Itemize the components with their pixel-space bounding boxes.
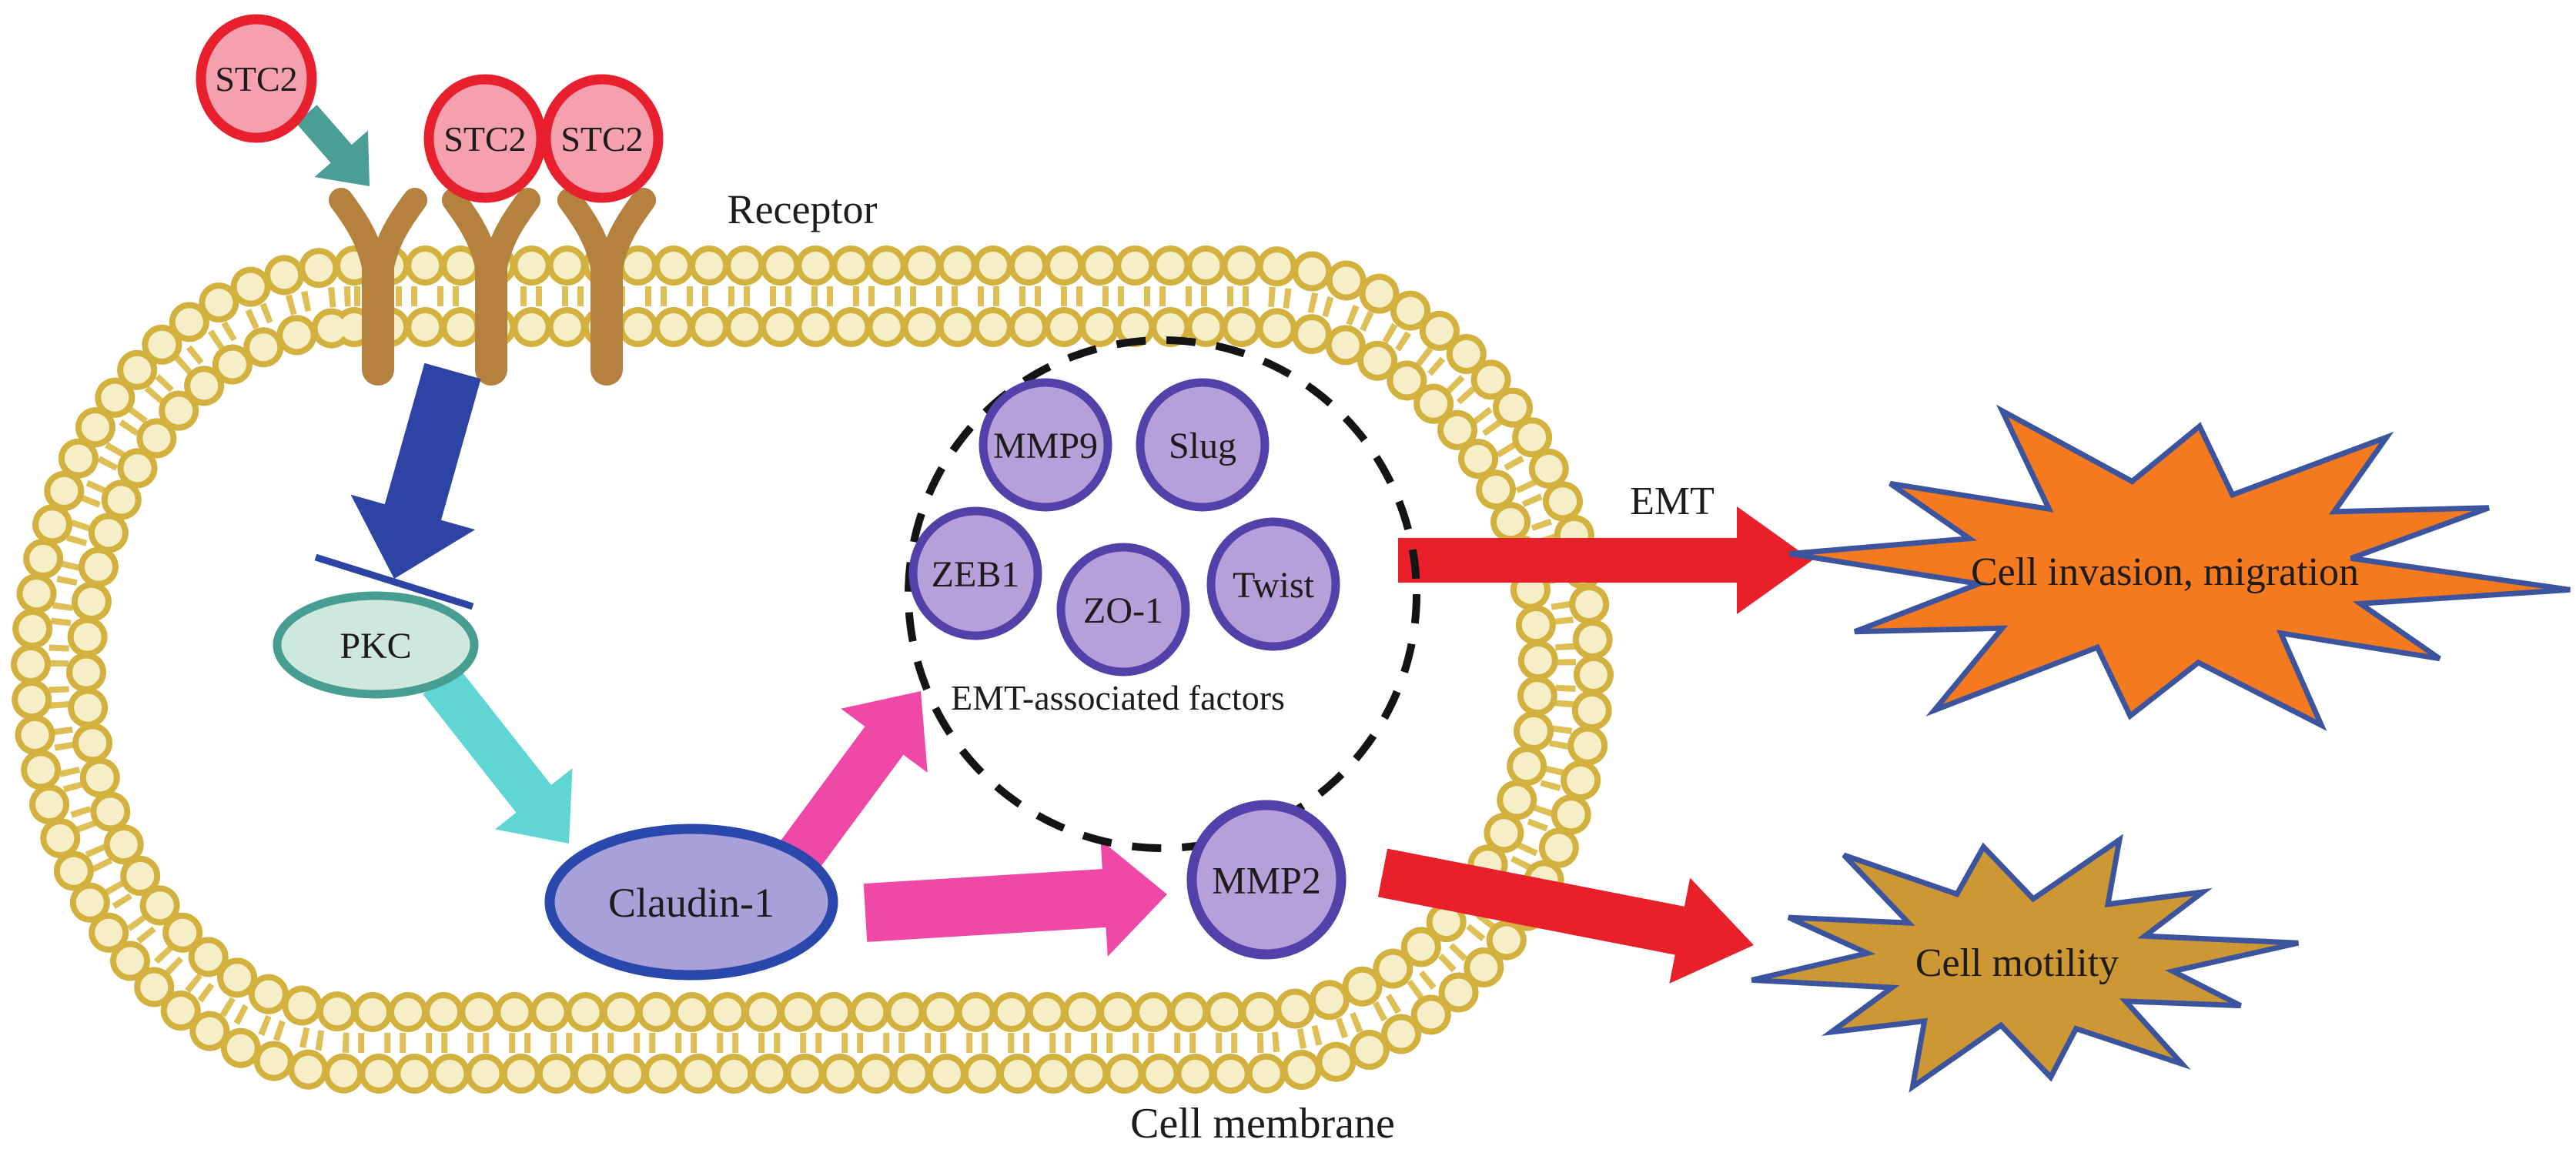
cell-invasion-label: Cell invasion, migration <box>1971 550 2359 594</box>
receptor-label: Receptor <box>728 186 878 232</box>
receptor-signal-arrow <box>350 363 481 579</box>
factor-slug-label: Slug <box>1169 426 1236 466</box>
arrows <box>296 105 1812 984</box>
factor-slug <box>1136 378 1270 512</box>
stc2-bound-ligand-2 <box>540 74 664 203</box>
factor-mmp9 <box>979 378 1112 512</box>
mmp2-node <box>1186 800 1347 960</box>
membrane-inner-leaflet-heads <box>72 313 1552 1026</box>
membrane-outer-leaflet-heads <box>17 252 1607 1088</box>
receptor-part <box>594 188 656 299</box>
claudin-mmp2-arrow <box>863 840 1167 957</box>
receptor-part <box>479 188 540 299</box>
mmp2-label: MMP2 <box>1212 859 1321 902</box>
receptor-1 <box>329 188 427 386</box>
factor-zeb1 <box>908 506 1042 640</box>
claudin1-node <box>544 824 838 981</box>
receptors <box>329 188 656 386</box>
factor-mmp9-label: MMP9 <box>993 426 1098 466</box>
signal-line <box>314 553 474 610</box>
emt-label: EMT <box>1630 479 1715 523</box>
pkc-claudin-arrow <box>423 667 573 844</box>
mmp2-motility-arrow <box>1377 848 1754 984</box>
stc2-binding-arrow <box>296 105 370 186</box>
stc2-ligands <box>196 14 664 203</box>
stc2-free-ligand <box>196 14 317 143</box>
cell-motility-starburst <box>1751 834 2300 1093</box>
claudin1-label: Claudin-1 <box>608 880 774 926</box>
stc2-free-label: STC2 <box>215 59 297 99</box>
claudin-emtfactors-arrow <box>780 691 928 870</box>
emt-factors-caption: EMT-associated factors <box>951 678 1285 717</box>
membrane-outer-leaflet <box>11 246 1614 1094</box>
stc2-bound-label-1: STC2 <box>443 119 526 159</box>
stc2-bound-label-2: STC2 <box>560 119 643 159</box>
receptor-part <box>366 188 427 299</box>
cell-motility-label: Cell motility <box>1915 941 2119 985</box>
receptor-2 <box>442 188 540 386</box>
factor-twist <box>1206 517 1340 651</box>
factor-zo1 <box>1056 543 1190 677</box>
pkc-label: PKC <box>340 626 411 667</box>
factor-zeb1-label: ZEB1 <box>932 554 1020 595</box>
factor-zo1-label: ZO-1 <box>1083 590 1163 631</box>
cell-membrane <box>11 246 1614 1094</box>
cell-membrane-label: Cell membrane <box>1130 1100 1395 1148</box>
factor-twist-label: Twist <box>1233 565 1315 606</box>
pkc-node <box>273 591 479 699</box>
cell-invasion-starburst <box>1789 404 2571 731</box>
emt-factor-bubbles <box>908 378 1340 677</box>
receptor-3 <box>557 188 656 386</box>
emt-factors-dashed-circle <box>905 336 1420 852</box>
emt-arrow <box>1398 506 1812 614</box>
